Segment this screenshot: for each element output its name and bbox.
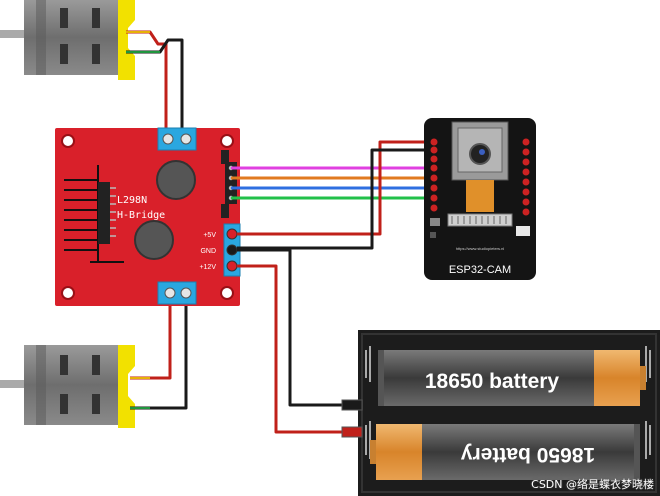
battery-holder: 18650 battery 18650 battery	[341, 330, 660, 496]
battery-neg-lead	[341, 399, 363, 411]
mount-hole-br	[220, 286, 234, 300]
l298n-board: L298N H-Bridge +5V GND +12V	[55, 127, 241, 306]
motor-top-endcap	[118, 0, 135, 80]
capacitor-bottom	[134, 220, 174, 260]
power-wires	[237, 140, 432, 434]
wire-12v-battery	[237, 264, 360, 434]
mount-hole-tl	[61, 134, 75, 148]
wire-gnd-esp	[237, 148, 432, 250]
motor-top-wires	[126, 30, 184, 132]
mount-hole-tr	[220, 134, 234, 148]
wire-5v-esp	[237, 140, 432, 236]
battery-cell-top	[378, 350, 646, 406]
esp32-url: https://www.studiopieters.nl	[456, 246, 505, 251]
watermark: CSDN @络是蝶衣梦晓楼	[531, 478, 654, 491]
battery-bottom-label: 18650 battery	[461, 443, 596, 466]
l298n-chip	[98, 182, 110, 244]
camera-ribbon	[466, 180, 494, 212]
battery-top-label: 18650 battery	[425, 370, 560, 393]
pin-label-gnd: GND	[200, 248, 216, 255]
flash-led	[516, 226, 530, 236]
capacitor-top	[156, 160, 196, 200]
motor-terminal-a	[157, 127, 197, 151]
pin-label-12v: +12V	[199, 264, 216, 271]
wire-gnd-battery	[237, 248, 360, 407]
board-name-label: H-Bridge	[117, 210, 165, 221]
mount-hole-bl	[61, 286, 75, 300]
esp32-label: ESP32-CAM	[449, 264, 511, 276]
esp32-left-pins	[430, 138, 438, 212]
motor-top	[0, 0, 135, 80]
jumper-enb	[221, 204, 229, 218]
motor-top-shaft	[0, 30, 28, 38]
motor-terminal-b	[157, 281, 197, 305]
chip-label: L298N	[117, 195, 147, 206]
motor-bottom	[0, 345, 135, 428]
motor-bottom-endcap	[118, 345, 135, 428]
battery-pos-lead	[341, 426, 363, 438]
battery-cell-bottom	[370, 424, 640, 480]
power-terminal	[223, 223, 241, 277]
jumper-ena	[221, 150, 229, 164]
esp32-right-pins	[522, 138, 530, 216]
motor-bottom-wires	[130, 300, 188, 410]
pin-label-5v: +5V	[203, 232, 216, 239]
signal-wires	[231, 166, 432, 200]
esp32-cam: https://www.studiopieters.nl ESP32-CAM	[424, 118, 536, 280]
motor-bottom-shaft	[0, 380, 28, 388]
